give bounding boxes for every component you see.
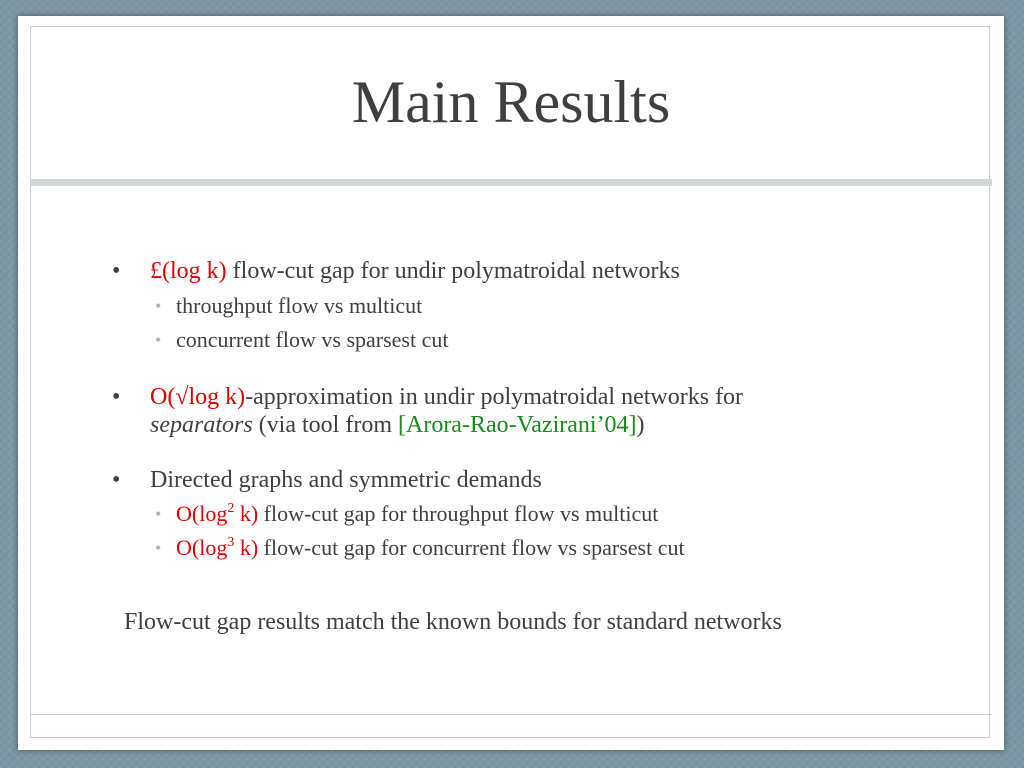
bullet-marker: • bbox=[112, 467, 121, 493]
title-divider bbox=[30, 179, 992, 186]
bullet-body: -approximation in undir polymatroidal ne… bbox=[245, 384, 744, 410]
sub-bullet-marker: • bbox=[155, 330, 162, 350]
bound-suffix: k) bbox=[234, 501, 259, 526]
slide-content: • £(log k) flow-cut gap for undir polyma… bbox=[18, 16, 1004, 750]
bound-prefix: O(log bbox=[176, 535, 228, 560]
bullet-marker: • bbox=[112, 258, 121, 284]
bullet-body: flow-cut gap for undir polymatroidal net… bbox=[226, 258, 680, 284]
bound-suffix: k) bbox=[234, 535, 259, 560]
sub-bullet-body: flow-cut gap for throughput flow vs mult… bbox=[258, 501, 659, 526]
slide-title: Main Results bbox=[351, 69, 671, 135]
bullet-marker: • bbox=[112, 384, 121, 410]
highlight-bound: O(√log k) bbox=[150, 384, 246, 410]
bullet-text: Directed graphs and symmetric demands bbox=[150, 467, 542, 493]
bullet-body: (via tool from bbox=[252, 412, 398, 438]
sub-bullet-text: throughput flow vs multicut bbox=[176, 293, 423, 318]
slide: Main Results • £(log k) flow-cut gap for… bbox=[18, 16, 1004, 750]
sub-bullet-marker: • bbox=[155, 296, 162, 316]
bullet-text: O(√log k)-approximation in undir polymat… bbox=[150, 384, 743, 410]
italic-term: separators bbox=[150, 412, 253, 438]
sub-bullet-text: O(log2 k) flow-cut gap for throughput fl… bbox=[176, 501, 659, 526]
sub-bullet-marker: • bbox=[155, 504, 162, 524]
citation: [Arora-Rao-Vazirani’04] bbox=[398, 412, 637, 438]
sub-bullet-text: O(log3 k) flow-cut gap for concurrent fl… bbox=[176, 535, 685, 560]
bullet-text: £(log k) flow-cut gap for undir polymatr… bbox=[150, 258, 680, 284]
bound-exponent: 2 bbox=[227, 500, 235, 516]
slide-inner-frame bbox=[30, 26, 990, 738]
sub-bullet-text: concurrent flow vs sparsest cut bbox=[176, 327, 449, 352]
bound-prefix: O(log bbox=[176, 501, 228, 526]
sub-bullet-marker: • bbox=[155, 538, 162, 558]
conclusion-text: Flow-cut gap results match the known bou… bbox=[124, 609, 782, 635]
footer-divider bbox=[30, 714, 992, 715]
sub-bullet-body: flow-cut gap for concurrent flow vs spar… bbox=[258, 535, 685, 560]
bullet-close: ) bbox=[636, 412, 645, 438]
bound-exponent: 3 bbox=[227, 534, 235, 550]
highlight-bound: O(log2 k) bbox=[176, 501, 258, 526]
bullet-text-continued: separators (via tool from [Arora-Rao-Vaz… bbox=[150, 412, 645, 438]
highlight-bound: £(log k) bbox=[150, 258, 227, 284]
highlight-bound: O(log3 k) bbox=[176, 535, 258, 560]
